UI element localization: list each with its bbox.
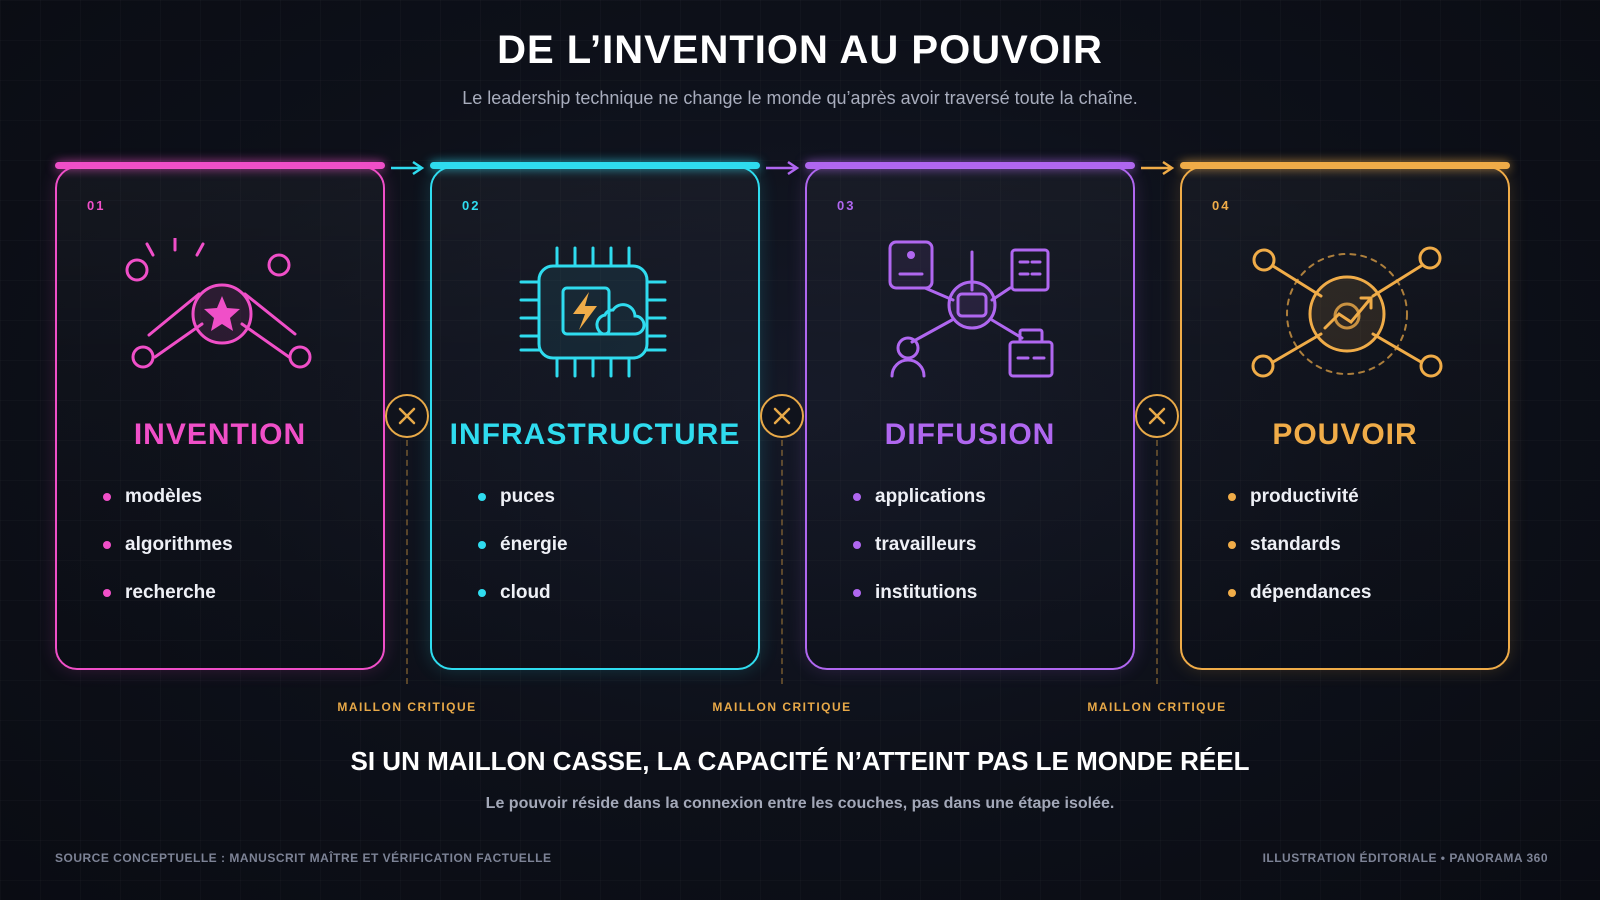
- cross-icon: [1148, 407, 1166, 425]
- footer-source: SOURCE CONCEPTUELLE : MANUSCRIT MAÎTRE E…: [55, 851, 552, 865]
- card-number: 04: [1212, 198, 1231, 213]
- card-number: 02: [462, 198, 481, 213]
- list-item: algorithmes: [103, 534, 233, 582]
- card-title: INVENTION: [133, 418, 307, 451]
- cross-icon: [773, 407, 791, 425]
- card-top-bar: [55, 162, 385, 169]
- list-item: applications: [853, 486, 986, 534]
- list-item: productivité: [1228, 486, 1371, 534]
- card-list: applications travailleurs institutions: [853, 486, 986, 630]
- page-title: DE L’INVENTION AU POUVOIR: [497, 28, 1103, 72]
- card-top-bar: [430, 162, 760, 169]
- card-infrastructure: 02 INFRASTRUCTURE puces énergie cloud: [430, 166, 760, 670]
- critical-link-label: MAILLON CRITIQUE: [712, 700, 852, 714]
- arrow-right-icon: [1141, 160, 1175, 176]
- card-top-bar: [1180, 162, 1510, 169]
- card-top-bar: [805, 162, 1135, 169]
- list-item: puces: [478, 486, 568, 534]
- card-list: puces énergie cloud: [478, 486, 568, 630]
- critical-link-label: MAILLON CRITIQUE: [1087, 700, 1227, 714]
- list-item: dépendances: [1228, 582, 1371, 630]
- card-diffusion: 03 DIFFUSION applications travailleurs i…: [805, 166, 1135, 670]
- list-item: travailleurs: [853, 534, 986, 582]
- card-pouvoir: 04 POUVOIR productivité standards dépend…: [1180, 166, 1510, 670]
- star-network-icon: [125, 238, 312, 369]
- card-invention: 01 INVENTION modèles algorithmes recherc…: [55, 166, 385, 670]
- chip-cloud-icon: [519, 246, 667, 378]
- list-item: recherche: [103, 582, 233, 630]
- critical-link-label: MAILLON CRITIQUE: [337, 700, 477, 714]
- card-list: modèles algorithmes recherche: [103, 486, 233, 630]
- page-subtitle: Le leadership technique ne change le mon…: [462, 88, 1138, 108]
- critical-link-line: [1156, 440, 1158, 684]
- cross-icon: [398, 407, 416, 425]
- arrow-right-icon: [766, 160, 800, 176]
- conclusion-headline: SI UN MAILLON CASSE, LA CAPACITÉ N’ATTEI…: [350, 746, 1250, 776]
- card-number: 03: [837, 198, 856, 213]
- critical-link-cross: [1135, 394, 1179, 438]
- list-item: cloud: [478, 582, 568, 630]
- critical-link-cross: [385, 394, 429, 438]
- people-devices-network-icon: [888, 240, 1054, 378]
- card-title: INFRASTRUCTURE: [449, 418, 741, 451]
- critical-link-line: [781, 440, 783, 684]
- list-item: institutions: [853, 582, 986, 630]
- card-number: 01: [87, 198, 106, 213]
- card-title: POUVOIR: [1272, 418, 1418, 451]
- card-title: DIFFUSION: [884, 418, 1056, 451]
- list-item: modèles: [103, 486, 233, 534]
- list-item: énergie: [478, 534, 568, 582]
- card-list: productivité standards dépendances: [1228, 486, 1371, 630]
- footer-credit: ILLUSTRATION ÉDITORIALE • PANORAMA 360: [1262, 851, 1548, 865]
- critical-link-line: [406, 440, 408, 684]
- conclusion-subline: Le pouvoir réside dans la connexion entr…: [485, 795, 1115, 812]
- arrow-right-icon: [391, 160, 425, 176]
- list-item: standards: [1228, 534, 1371, 582]
- critical-link-cross: [760, 394, 804, 438]
- growth-network-icon: [1251, 246, 1443, 378]
